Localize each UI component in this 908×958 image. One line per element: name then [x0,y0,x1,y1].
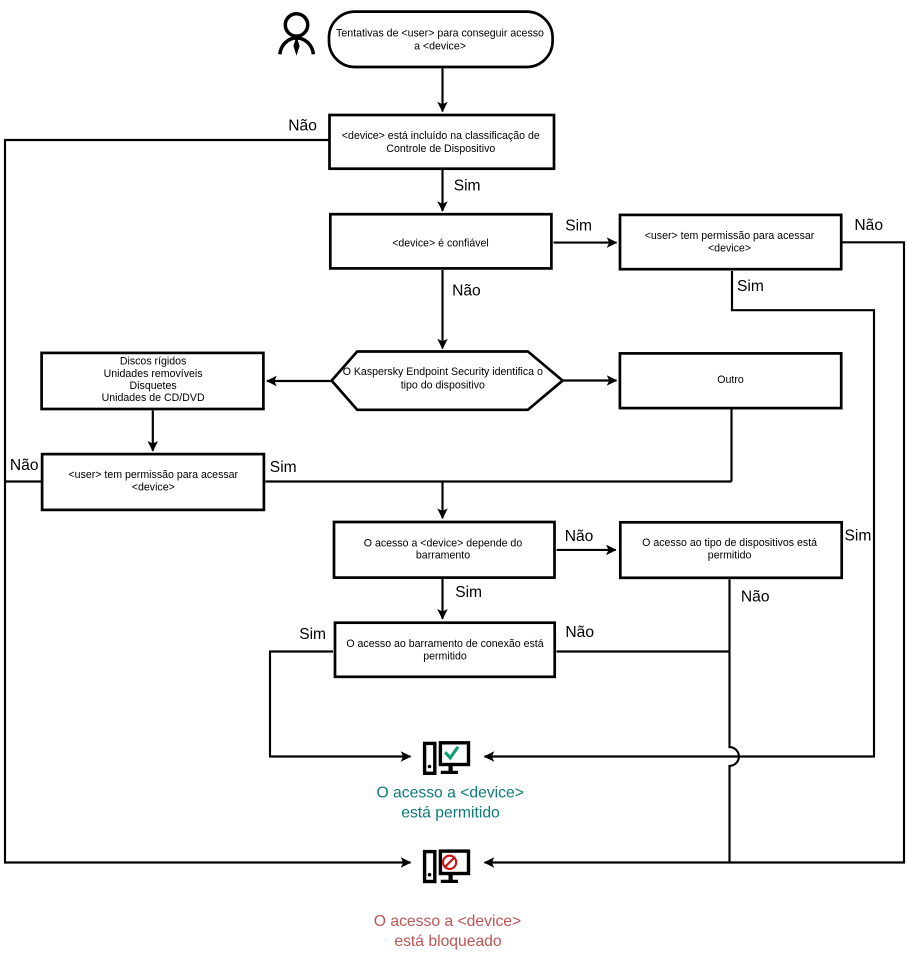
svg-text:Não: Não [288,117,317,134]
svg-text:permitido: permitido [423,651,467,663]
svg-text:Tentativas de <user> para cons: Tentativas de <user> para conseguir aces… [336,28,544,40]
svg-text:Não: Não [565,528,594,545]
svg-text:Disquetes: Disquetes [130,380,177,392]
svg-text:Unidades de CD/DVD: Unidades de CD/DVD [102,392,205,404]
svg-text:está permitido: está permitido [401,804,500,821]
svg-text:O acesso ao tipo de dispositiv: O acesso ao tipo de dispositivos está [642,537,817,549]
svg-text:Discos rígidos: Discos rígidos [120,356,187,368]
svg-text:Sim: Sim [455,584,482,601]
svg-text:permitido: permitido [708,550,752,562]
svg-text:tipo do dispositivo: tipo do dispositivo [401,379,485,391]
svg-text:O acesso a <device>: O acesso a <device> [374,913,521,930]
svg-text:está bloqueado: está bloqueado [394,933,502,950]
svg-text:<device>: <device> [132,481,175,493]
svg-text:Sim: Sim [565,217,592,234]
svg-text:Não: Não [452,282,481,299]
svg-text:Sim: Sim [737,278,764,295]
svg-text:O Kaspersky Endpoint Security: O Kaspersky Endpoint Security identifica… [343,366,543,378]
svg-text:Não: Não [854,217,883,234]
svg-text:Sim: Sim [270,459,297,476]
svg-text:Sim: Sim [299,626,326,643]
svg-text:<user> tem permissão para aces: <user> tem permissão para acessar [645,230,815,242]
svg-text:Não: Não [10,457,39,474]
svg-text:Controle de Dispositivo: Controle de Dispositivo [386,143,495,155]
svg-text:Não: Não [741,588,770,605]
svg-text:O acesso ao barramento de cone: O acesso ao barramento de conexão está [346,638,543,650]
svg-text:<device> está incluído na clas: <device> está incluído na classificação … [342,130,540,142]
svg-text:Sim: Sim [845,527,872,544]
svg-text:Não: Não [565,624,594,641]
svg-text:<device>: <device> [708,243,751,255]
svg-text:<device> é confiável: <device> é confiável [392,237,489,249]
svg-text:a <device>: a <device> [414,41,466,53]
svg-text:Outro: Outro [717,374,744,386]
svg-text:<user> tem permissão para aces: <user> tem permissão para acessar [69,469,239,481]
svg-text:Sim: Sim [454,178,481,195]
svg-text:barramento: barramento [416,549,470,561]
svg-text:Unidades removíveis: Unidades removíveis [104,368,203,380]
svg-text:O acesso a <device> depende do: O acesso a <device> depende do [364,537,523,549]
svg-text:O acesso a <device>: O acesso a <device> [377,785,524,802]
